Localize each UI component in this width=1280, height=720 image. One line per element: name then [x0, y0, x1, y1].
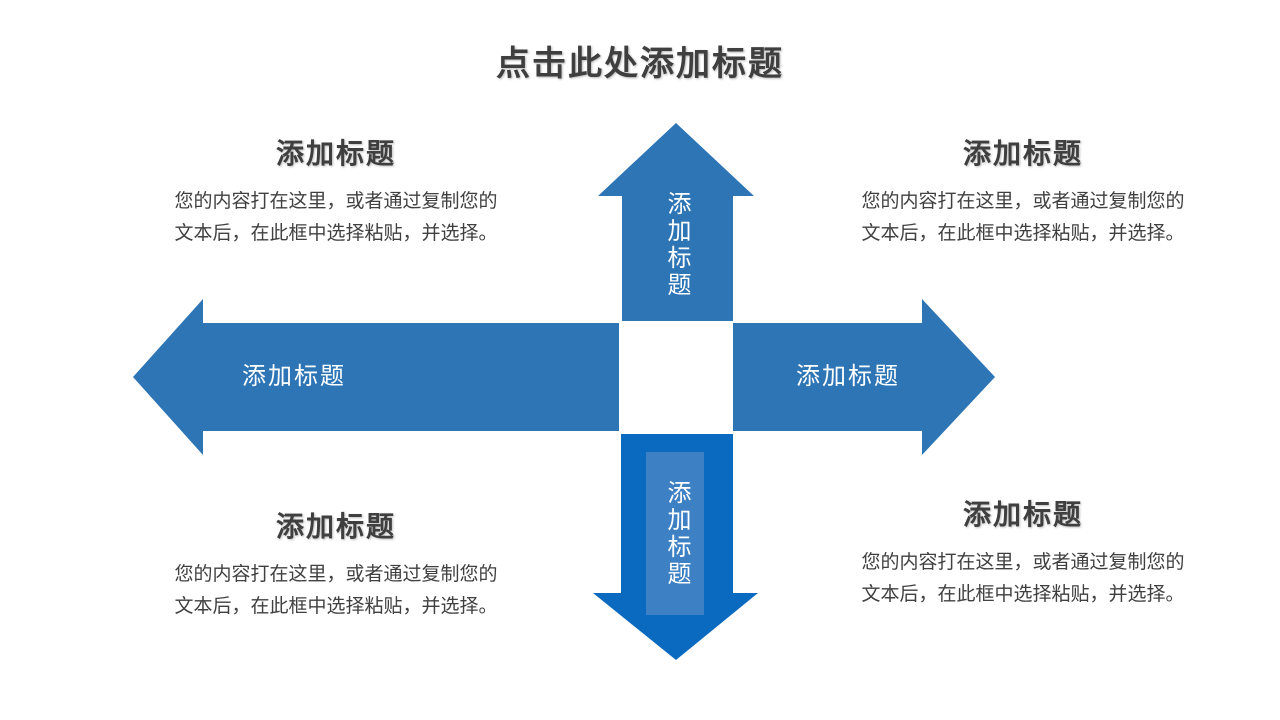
- quadrant-top-right: 添加标题 您的内容打在这里，或者通过复制您的文本后，在此框中选择粘贴，并选择。: [853, 139, 1193, 250]
- slide-title-placeholder[interactable]: 点击此处添加标题: [496, 45, 784, 83]
- quadrant-bottom-left-body[interactable]: 您的内容打在这里，或者通过复制您的文本后，在此框中选择粘贴，并选择。: [174, 564, 498, 617]
- arrow-left-shape[interactable]: [133, 299, 619, 455]
- quadrant-bottom-left-heading[interactable]: 添加标题: [275, 511, 396, 542]
- quadrant-top-right-body[interactable]: 您的内容打在这里，或者通过复制您的文本后，在此框中选择粘贴，并选择。: [861, 191, 1185, 244]
- quadrant-bottom-right-heading[interactable]: 添加标题: [962, 499, 1083, 530]
- arrow-up-shape[interactable]: [598, 123, 754, 321]
- quadrant-bottom-right-body[interactable]: 您的内容打在这里，或者通过复制您的文本后，在此框中选择粘贴，并选择。: [861, 552, 1185, 605]
- arrow-right-label[interactable]: 添加标题: [796, 363, 900, 390]
- quadrant-bottom-right: 添加标题 您的内容打在这里，或者通过复制您的文本后，在此框中选择粘贴，并选择。: [853, 500, 1193, 611]
- arrow-right-shape[interactable]: [733, 299, 995, 455]
- quadrant-top-left-heading[interactable]: 添加标题: [275, 138, 396, 169]
- arrow-down-label-box[interactable]: [646, 452, 704, 615]
- arrow-up-label[interactable]: 添加标题: [663, 191, 690, 299]
- quadrant-bottom-left: 添加标题 您的内容打在这里，或者通过复制您的文本后，在此框中选择粘贴，并选择。: [166, 512, 506, 623]
- quadrant-top-left: 添加标题 您的内容打在这里，或者通过复制您的文本后，在此框中选择粘贴，并选择。: [166, 139, 506, 250]
- quadrant-top-left-body[interactable]: 您的内容打在这里，或者通过复制您的文本后，在此框中选择粘贴，并选择。: [174, 191, 498, 244]
- arrow-down-label[interactable]: 添加标题: [663, 480, 690, 588]
- arrow-left-label[interactable]: 添加标题: [242, 363, 346, 390]
- quadrant-top-right-heading[interactable]: 添加标题: [962, 138, 1083, 169]
